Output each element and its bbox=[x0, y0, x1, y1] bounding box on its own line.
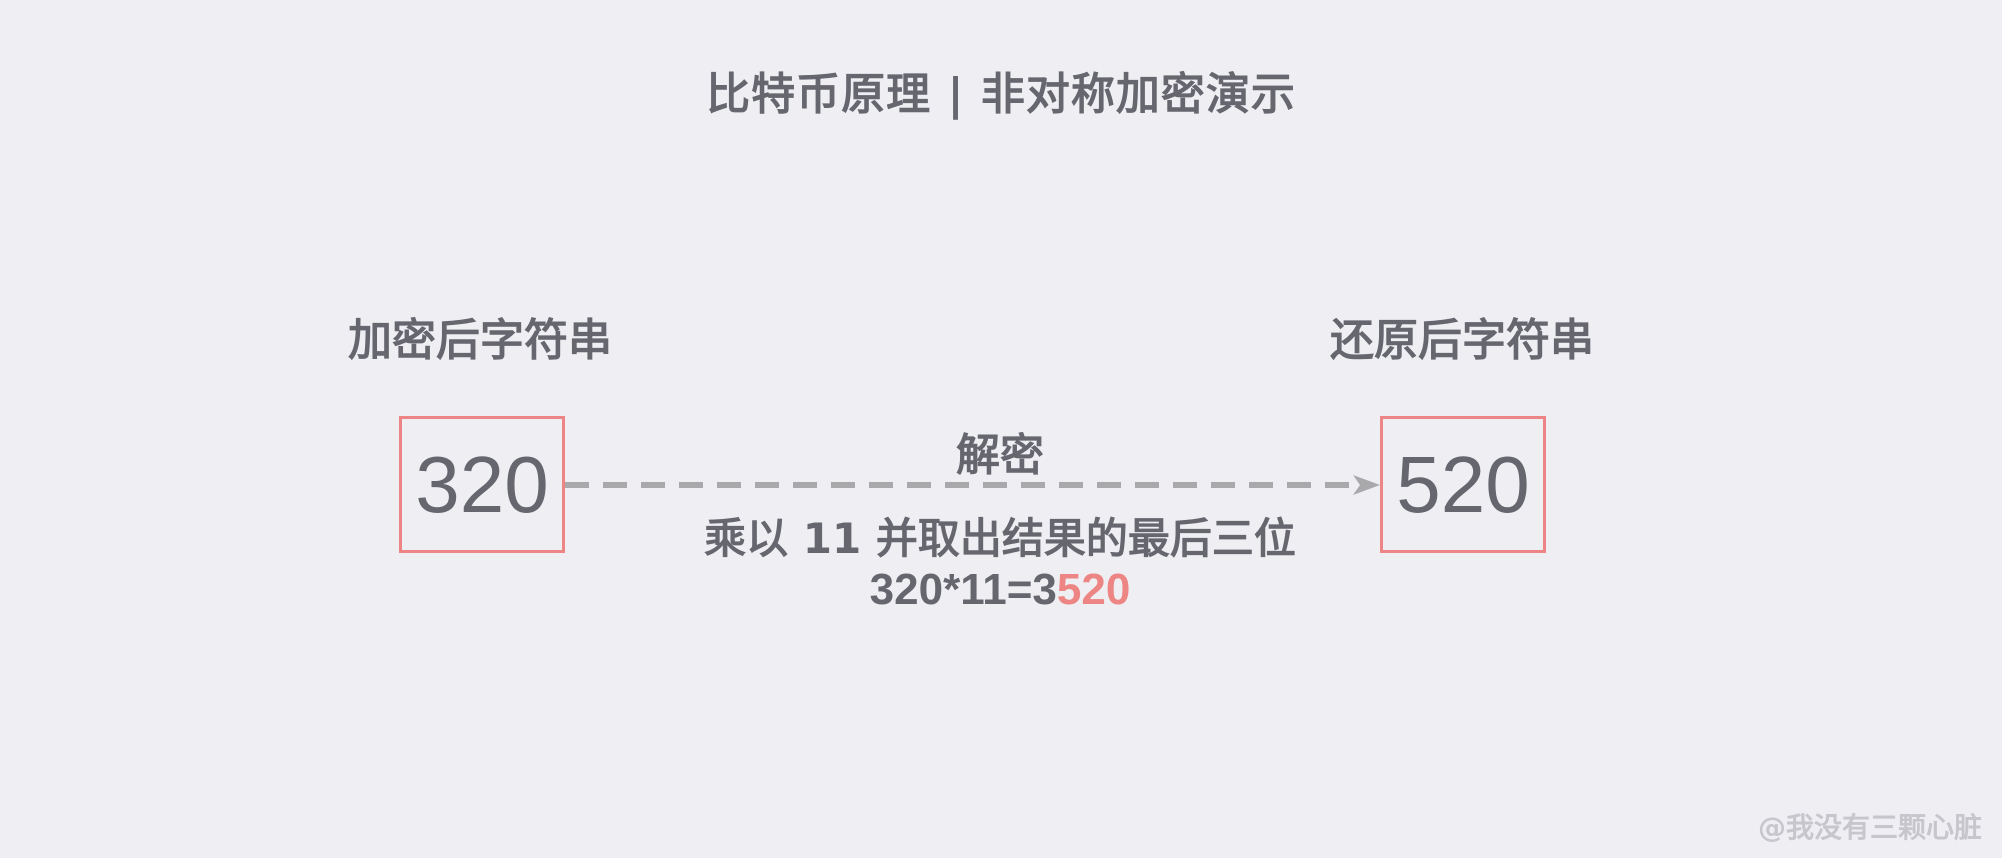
page-title: 比特币原理 | 非对称加密演示 bbox=[706, 69, 1296, 120]
decrypt-label: 解密 bbox=[956, 430, 1044, 481]
restored-value: 520 bbox=[1396, 439, 1530, 529]
encrypted-string-label: 加密后字符串 bbox=[348, 315, 612, 366]
encrypted-value: 320 bbox=[415, 439, 549, 529]
restored-value-box: 520 bbox=[1380, 416, 1546, 553]
restored-string-label: 还原后字符串 bbox=[1330, 315, 1594, 366]
formula-highlight: 520 bbox=[1056, 565, 1131, 614]
encrypted-value-box: 320 bbox=[399, 416, 565, 553]
decrypt-formula: 320*11=3520 bbox=[700, 565, 1300, 615]
formula-prefix: 320*11=3 bbox=[869, 565, 1057, 614]
decrypt-description: 乘以 11 并取出结果的最后三位 bbox=[704, 514, 1296, 563]
decrypt-arrow-head bbox=[1353, 475, 1380, 495]
author-watermark: @我没有三颗心脏 bbox=[1757, 811, 1982, 844]
decrypt-arrow bbox=[565, 475, 1380, 495]
